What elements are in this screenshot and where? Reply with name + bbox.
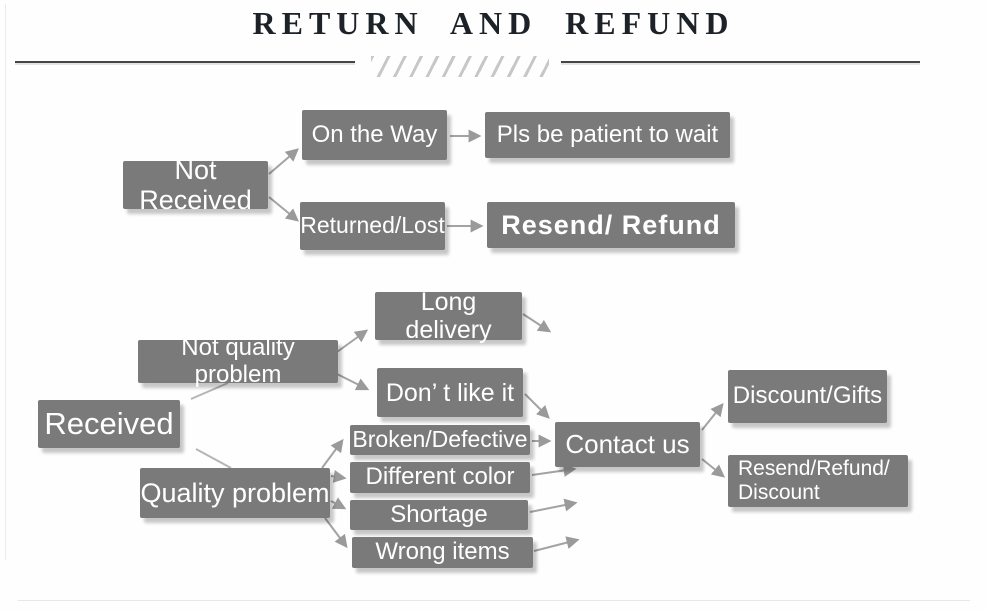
frame-bottom-line (18, 600, 970, 601)
different-color-label: Different color (365, 463, 515, 491)
quality-problem-box: Quality problem (140, 468, 330, 518)
edge-quality-problem-to-broken-defective (321, 438, 344, 469)
not-quality-problem-label: Not quality problem (181, 333, 295, 388)
long-delivery-box: Long delivery (375, 288, 522, 344)
edge-not-received-to-returned-lost (268, 196, 300, 222)
broken-defective-label: Broken/Defective (352, 426, 528, 453)
edge-contact-us-to-discount-gifts (701, 402, 724, 431)
edge-not-quality-problem-to-long-delivery (336, 329, 369, 353)
shortage-label: Shortage (390, 500, 488, 528)
resend-refund-discount-box: Resend/Refund/ Discount (728, 455, 908, 507)
edge-dont-like-it-to-contact-us (524, 393, 550, 419)
edge-quality-problem-to-different-color (330, 469, 347, 483)
resend-refund-discount-label: Resend/Refund/ Discount (738, 457, 890, 504)
discount-gifts-label: Discount/Gifts (732, 382, 883, 410)
dont-like-it-box: Don’ t like it (377, 368, 523, 417)
edge-wrong-items-to-contact-us (533, 536, 580, 552)
edge-not-quality-problem-to-dont-like-it (336, 373, 370, 391)
divider-line-left (15, 61, 355, 63)
different-color-box: Different color (350, 462, 530, 493)
edge-quality-problem-to-shortage (330, 497, 347, 510)
contact-us-box: Contact us (555, 422, 700, 467)
wrong-items-box: Wrong items (352, 537, 533, 568)
hatch-marks-decoration (371, 56, 549, 77)
discount-gifts-box: Discount/Gifts (728, 370, 887, 423)
divider-line-right (561, 61, 920, 63)
not-received-box: Not Received (123, 155, 268, 215)
not-quality-problem-box: Not quality problem (138, 334, 338, 387)
page-title: RETURN AND REFUND (252, 5, 735, 41)
long-delivery-label: Long delivery (405, 288, 492, 344)
edge-received-to-quality-problem (195, 448, 232, 469)
received-label: Received (44, 405, 174, 441)
on-the-way-label: On the Way (311, 120, 438, 148)
on-the-way-box: On the Way (302, 110, 447, 160)
edge-shortage-to-contact-us (529, 498, 578, 513)
dont-like-it-label: Don’ t like it (385, 378, 515, 407)
returned-lost-box: Returned/Lost (300, 202, 445, 250)
edge-quality-problem-to-wrong-items (324, 517, 348, 549)
resend-refund-label: Resend/ Refund (501, 209, 721, 240)
resend-refund-box: Resend/ Refund (487, 202, 735, 248)
edge-contact-us-to-resend-refund-discount (701, 458, 726, 478)
edge-not-received-to-on-the-way (268, 148, 299, 175)
wrong-items-label: Wrong items (375, 538, 510, 566)
contact-us-label: Contact us (565, 428, 690, 459)
received-box: Received (38, 400, 180, 448)
broken-defective-box: Broken/Defective (350, 425, 530, 455)
edge-different-color-to-contact-us (531, 464, 577, 477)
edge-long-delivery-to-contact-us (522, 313, 552, 333)
not-received-label: Not Received (139, 154, 252, 215)
pls-be-patient-box: Pls be patient to wait (485, 112, 730, 158)
quality-problem-label: Quality problem (140, 477, 330, 508)
frame-left-line (5, 4, 6, 560)
pls-be-patient-label: Pls be patient to wait (496, 120, 719, 148)
shortage-box: Shortage (350, 500, 528, 530)
returned-lost-label: Returned/Lost (300, 212, 445, 239)
